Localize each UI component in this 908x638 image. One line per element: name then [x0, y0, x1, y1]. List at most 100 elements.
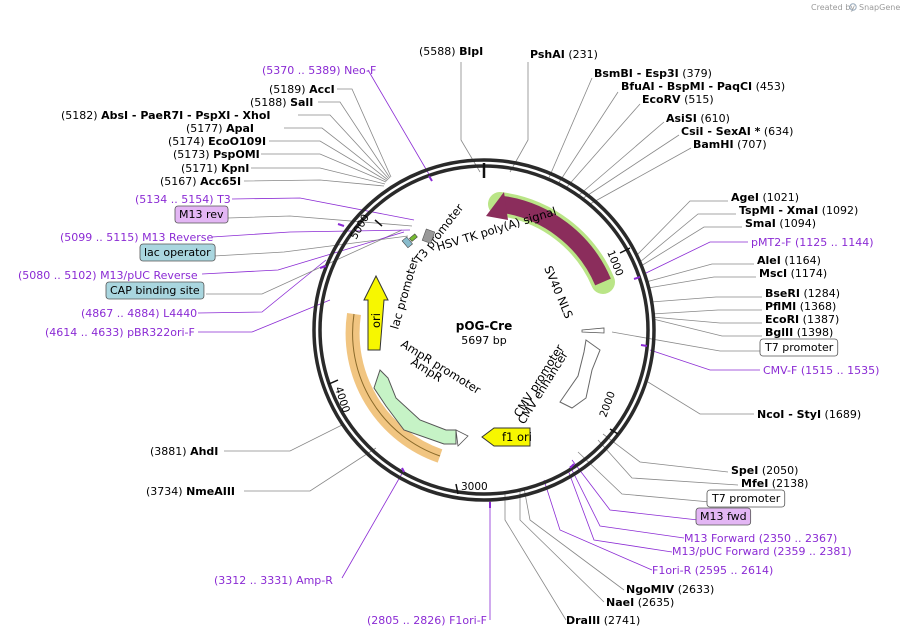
site-label-part: BlpI [459, 45, 483, 58]
lac-promoter-label: lac promoter [387, 256, 421, 331]
site-label-part: SalI [290, 96, 313, 109]
site-label-part: T3 [216, 193, 231, 206]
leader-acci [337, 88, 392, 178]
site-label-part: AbsI - PaeR7I - PspXI - XhoI [101, 109, 270, 122]
leader-spei [602, 433, 729, 473]
site-label-part: (4867 .. 4884) [81, 307, 160, 320]
site-label: (5370 .. 5389) Neo-F [262, 64, 376, 77]
site-label-part: CAP binding site [110, 284, 200, 297]
site-label-part: (5171) [181, 162, 218, 175]
site-label-part: lac operator [144, 246, 211, 259]
leader-lacop [213, 235, 409, 257]
leader-bamhi [589, 147, 692, 205]
site-label-part: TspMI - XmaI [739, 204, 818, 217]
site-label-part: (2595 .. 2614) [695, 564, 774, 577]
leader-smai [640, 226, 742, 267]
leader-bseri [650, 296, 762, 303]
site-label: (5182) AbsI - PaeR7I - PspXI - XhoI [61, 109, 270, 122]
site-label: BamHI (707) [693, 138, 767, 151]
site-label: SmaI (1094) [745, 217, 816, 230]
ori-arrow [363, 274, 389, 351]
site-label-part: F1ori-F [449, 614, 487, 627]
cmv-enhancer-arrow [559, 339, 601, 409]
site-label-part: M13 Forward [684, 532, 755, 545]
site-label: NcoI - StyI (1689) [757, 408, 861, 421]
site-label-part: (3881) [150, 445, 187, 458]
site-label: (5188) SalI [250, 96, 313, 109]
site-label-part: NgoMIV [626, 583, 675, 596]
site-label-part: (5080 .. 5102) [18, 269, 97, 282]
tick-3000: 3000 [461, 481, 488, 493]
leader-pbr322 [198, 299, 331, 333]
site-label-part: (453) [756, 80, 786, 93]
leader-msci [647, 276, 756, 289]
leader-xhoi [298, 114, 390, 180]
site-label-part: EcoO109I [208, 135, 266, 148]
site-label-part: (5167) [160, 175, 197, 188]
site-label-part: (1164) [784, 254, 821, 267]
leader-pmt2f [643, 241, 748, 275]
site-label-part: M13 fwd [700, 510, 747, 523]
site-label-part: (3312 .. 3331) [214, 574, 293, 587]
site-label: (5171) KpnI [181, 162, 249, 175]
leader-tspmi [639, 213, 736, 263]
site-label: AgeI (1021) [731, 191, 799, 204]
site-label-part: (634) [764, 125, 794, 138]
leader-mfei [597, 439, 739, 486]
leader-kpni [251, 167, 386, 185]
leader-t7-2 [577, 451, 711, 503]
site-label: (5099 .. 5115) M13 Reverse [60, 231, 213, 244]
site-label-part: AhdI [190, 445, 218, 458]
site-label-part: (2635) [638, 596, 675, 609]
site-label-part: NmeAIII [186, 485, 235, 498]
site-label-part: MscI [759, 267, 787, 280]
site-label-part: BglII [765, 326, 793, 339]
site-label-part: AsiSI [666, 112, 697, 125]
site-label: AsiSI (610) [666, 112, 730, 125]
site-label-part: PshAI [530, 48, 565, 61]
leader-m13fwd [571, 459, 699, 521]
site-label: M13 Forward (2350 .. 2367) [684, 532, 837, 545]
site-label-part: DraIII [566, 614, 600, 627]
leader-m13puc-rev [201, 231, 405, 275]
site-label-part: (2633) [678, 583, 715, 596]
site-label-part: SpeI [731, 464, 758, 477]
sv40-nls-label: SV40 NLS [541, 264, 576, 321]
site-label-part: (5134 .. 5154) [135, 193, 214, 206]
leader-alei [645, 263, 754, 283]
site-label: (2805 .. 2826) F1ori-F [367, 614, 487, 627]
site-label-part: pBR322ori-F [127, 326, 195, 339]
cap-site-mark [401, 236, 413, 249]
leader-ncoi [647, 381, 754, 415]
ampr-arrow [373, 369, 457, 445]
leader-bglii [652, 318, 762, 337]
leader-bfuai [557, 91, 619, 185]
site-label-part: (1284) [803, 287, 840, 300]
site-label-part: (5188) [250, 96, 287, 109]
leader-t3 [231, 197, 415, 221]
site-label: lac operator [144, 246, 211, 259]
site-label-part: M13/pUC Forward [672, 545, 770, 558]
leader-m13rev-primer [211, 229, 411, 238]
site-label-part: M13/pUC Reverse [100, 269, 198, 282]
site-label-part: (5182) [61, 109, 98, 122]
site-label: (5189) AccI [269, 83, 335, 96]
site-label-part: (5177) [186, 122, 223, 135]
snapgene-logo-icon [849, 3, 857, 11]
leader-nmeaiii [244, 447, 377, 492]
site-label: T7 promoter [711, 492, 781, 505]
site-label-part: (515) [684, 93, 714, 106]
site-label: MfeI (2138) [741, 477, 808, 490]
site-label-part: AleI [757, 254, 781, 267]
leader-pshai [509, 62, 529, 173]
site-label-part: AgeI [731, 191, 759, 204]
site-label: EcoRI (1387) [765, 313, 839, 326]
site-label-part: T7 promoter [764, 341, 834, 354]
site-label-part: Neo-F [344, 64, 376, 77]
leader-lines [197, 62, 764, 621]
snapgene-credit: Created by SnapGene [811, 3, 900, 12]
site-label-part: (1515 .. 1535) [801, 364, 880, 377]
site-label-part: (1689) [825, 408, 862, 421]
